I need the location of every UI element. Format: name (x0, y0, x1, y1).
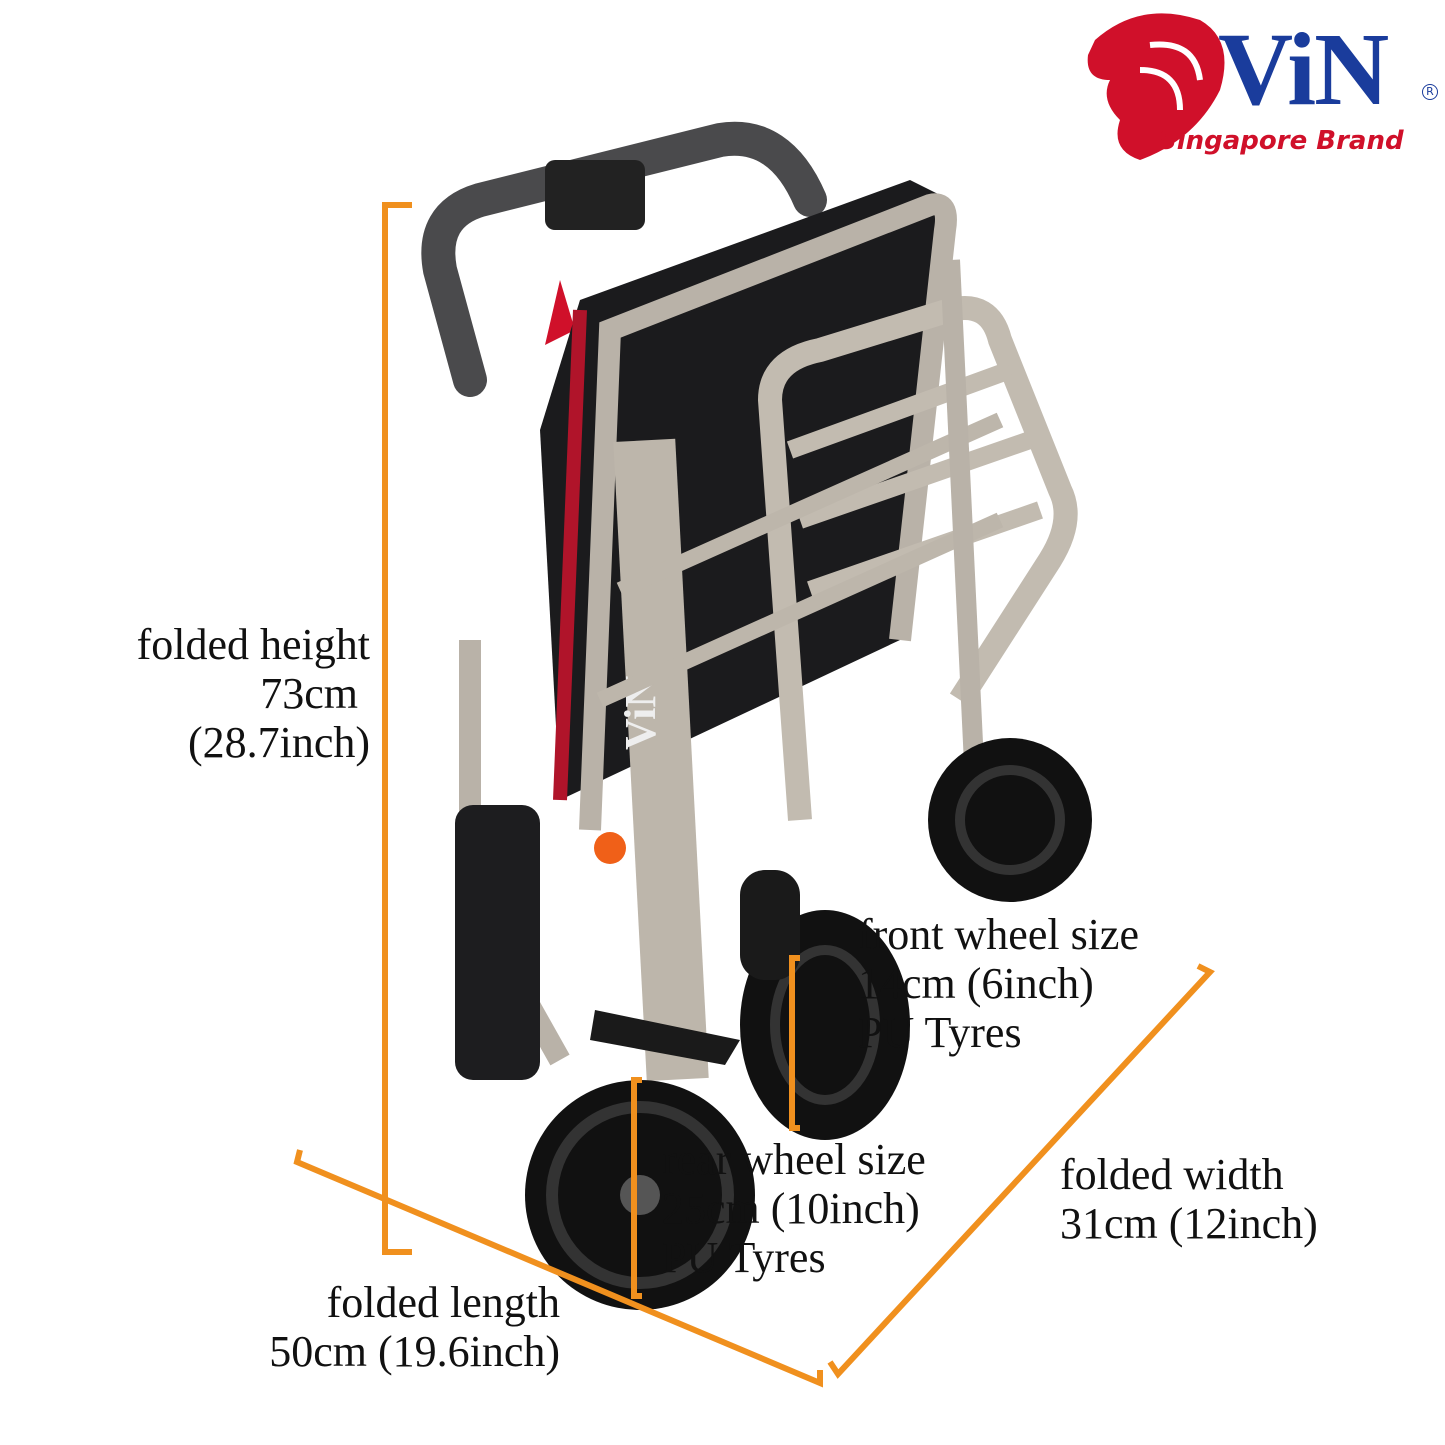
registered-mark: R (1422, 84, 1438, 100)
height-label: folded height 73cm (28.7inch) (136, 620, 370, 767)
width-bracket (827, 963, 1215, 1379)
brand-tagline: Singapore Brand (1158, 126, 1404, 156)
front-wheel-label: front wheel size 14cm (6inch) PU Tyres (858, 910, 1139, 1057)
dimension-markers (293, 202, 1215, 1388)
rear-wheel (525, 1080, 755, 1310)
length-bracket (293, 1149, 823, 1388)
brake-lever-icon (545, 160, 645, 230)
brand-logo: ViN (1218, 12, 1389, 127)
rear-wheel-bracket (631, 1077, 642, 1299)
lion-logo-icon (1087, 13, 1225, 161)
front-wheel (740, 870, 910, 1140)
length-label: folded length 50cm (19.6inch) (269, 1278, 560, 1376)
push-handle (421, 121, 827, 397)
armrest (455, 805, 540, 1080)
front-wheel-bracket (789, 955, 800, 1131)
frame (579, 193, 957, 831)
rear-wheel-label: rear wheel size 25cm (10inch) PU Tyres (662, 1135, 926, 1282)
front-wheel-back (928, 738, 1092, 902)
height-bracket (382, 202, 412, 1255)
width-label: folded width 31cm (12inch) (1060, 1150, 1318, 1248)
